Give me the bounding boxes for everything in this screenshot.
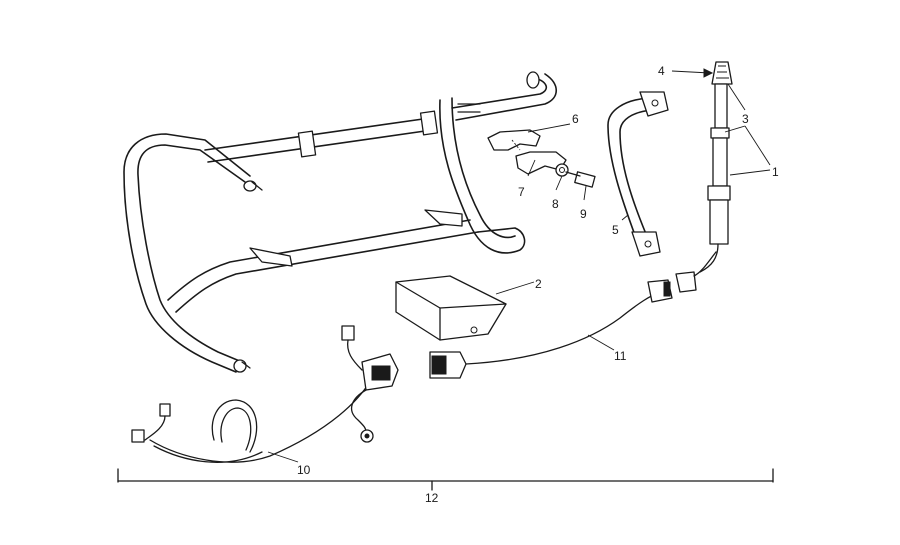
callout-11: 11 [614, 349, 627, 363]
sensor-rod [699, 61, 733, 273]
callout-labels: 1 2 3 4 5 6 7 8 9 10 11 12 [297, 64, 779, 505]
cable-harness-11 [429, 251, 717, 379]
bracket-arm [607, 91, 669, 257]
washer [555, 163, 569, 177]
bolt [565, 171, 596, 188]
callout-4: 4 [658, 64, 665, 78]
wiring-harness-10 [131, 325, 399, 463]
clamp-set [487, 129, 596, 188]
tubular-frame [123, 71, 558, 373]
callout-12: 12 [425, 491, 439, 505]
clamp-upper [487, 129, 541, 151]
callout-7: 7 [518, 185, 525, 199]
assembly-bracket-12 [117, 468, 774, 491]
leader-lines [267, 68, 771, 463]
callout-8: 8 [552, 197, 559, 211]
callout-2: 2 [535, 277, 542, 291]
callout-3: 3 [742, 112, 749, 126]
callout-5: 5 [612, 223, 619, 237]
callout-9: 9 [580, 207, 587, 221]
callout-6: 6 [572, 112, 579, 126]
callout-10: 10 [297, 463, 311, 477]
callout-1: 1 [772, 165, 779, 179]
control-box [395, 275, 507, 341]
